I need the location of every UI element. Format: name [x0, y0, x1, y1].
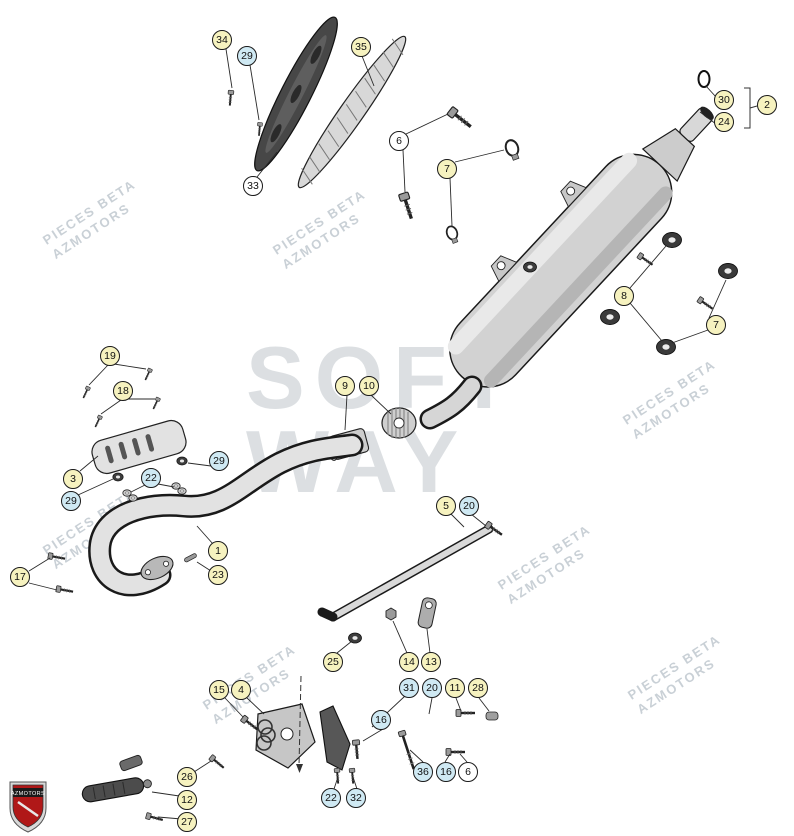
nut — [385, 607, 397, 621]
clamp — [445, 225, 459, 244]
callout-1[interactable]: 1 — [208, 541, 228, 561]
clevis — [417, 597, 437, 629]
brake-pedal-rod — [317, 524, 494, 622]
callout-25[interactable]: 25 — [323, 652, 343, 672]
callout-24[interactable]: 24 — [714, 112, 734, 132]
azmotors-logo-text: AZMOTORS — [11, 791, 45, 797]
callout-15[interactable]: 15 — [209, 680, 229, 700]
rubber-mount — [662, 232, 682, 248]
callout-17[interactable]: 17 — [10, 567, 30, 587]
callout-36[interactable]: 36 — [413, 762, 433, 782]
bolt-icon — [144, 811, 165, 825]
heat-shield-outer-blade — [297, 35, 407, 189]
footpeg-bracket — [119, 754, 143, 772]
callout-23[interactable]: 23 — [208, 565, 228, 585]
callout-29[interactable]: 29 — [209, 451, 229, 471]
screw-icon — [80, 385, 92, 400]
screw-icon — [92, 414, 104, 429]
callout-2-bracket — [744, 87, 758, 129]
callout-34[interactable]: 34 — [212, 30, 232, 50]
callout-4[interactable]: 4 — [231, 680, 251, 700]
grommet — [348, 632, 362, 644]
callout-9[interactable]: 9 — [335, 376, 355, 396]
callout-5[interactable]: 5 — [436, 496, 456, 516]
splined-coupler — [381, 407, 417, 439]
stud-bolt — [54, 584, 75, 596]
pin — [184, 553, 197, 563]
callout-19[interactable]: 19 — [100, 346, 120, 366]
bolt-icon — [207, 753, 227, 772]
azmotors-logo: AZMOTORS — [9, 781, 47, 833]
callout-12[interactable]: 12 — [177, 790, 197, 810]
callout-10[interactable]: 10 — [359, 376, 379, 396]
callout-18[interactable]: 18 — [113, 381, 133, 401]
callout-26[interactable]: 26 — [177, 767, 197, 787]
callout-11[interactable]: 11 — [445, 678, 465, 698]
bolt-icon — [695, 295, 716, 313]
callout-14[interactable]: 14 — [399, 652, 419, 672]
stud-bolt — [46, 551, 67, 563]
callout-22[interactable]: 22 — [321, 788, 341, 808]
callout-7[interactable]: 7 — [706, 315, 726, 335]
bolt-icon — [635, 251, 656, 269]
callout-13[interactable]: 13 — [421, 652, 441, 672]
callout-33[interactable]: 33 — [243, 176, 263, 196]
callout-20[interactable]: 20 — [459, 496, 479, 516]
callout-6[interactable]: 6 — [389, 131, 409, 151]
callout-28[interactable]: 28 — [468, 678, 488, 698]
bolt-icon — [445, 104, 476, 133]
callout-20[interactable]: 20 — [422, 678, 442, 698]
callout-30[interactable]: 30 — [714, 90, 734, 110]
bolt-icon — [239, 713, 261, 734]
callout-2[interactable]: 2 — [757, 95, 777, 115]
grommet — [523, 261, 537, 273]
callout-27[interactable]: 27 — [177, 812, 197, 832]
footpeg — [81, 777, 152, 803]
callout-29[interactable]: 29 — [237, 46, 257, 66]
callout-16[interactable]: 16 — [436, 762, 456, 782]
callout-35[interactable]: 35 — [351, 37, 371, 57]
callout-3[interactable]: 3 — [63, 469, 83, 489]
header-pipe — [88, 433, 364, 597]
screw-icon — [142, 367, 154, 382]
callout-29[interactable]: 29 — [61, 491, 81, 511]
rubber-mount — [656, 339, 676, 355]
heat-shield-inner-blade — [254, 16, 338, 172]
spacer — [485, 711, 499, 721]
callout-6[interactable]: 6 — [458, 762, 478, 782]
callout-31[interactable]: 31 — [399, 678, 419, 698]
rubber-mount — [718, 263, 738, 279]
long-bolt — [397, 729, 415, 770]
bolt-icon — [454, 708, 477, 718]
o-ring — [697, 70, 711, 88]
callout-16[interactable]: 16 — [371, 710, 391, 730]
grommet — [112, 472, 124, 482]
muffler — [419, 106, 714, 430]
washer — [177, 487, 187, 495]
clamp — [504, 139, 520, 161]
header-flange — [140, 555, 174, 581]
callout-22[interactable]: 22 — [141, 468, 161, 488]
callout-32[interactable]: 32 — [346, 788, 366, 808]
bolt-icon — [396, 190, 418, 222]
screw-icon — [226, 89, 235, 107]
callout-8[interactable]: 8 — [614, 286, 634, 306]
bolt-icon — [351, 738, 363, 761]
rubber-mount — [600, 309, 620, 325]
bolt-icon — [333, 767, 342, 785]
grommet — [176, 456, 188, 466]
washer — [128, 494, 138, 502]
bolt-icon — [444, 747, 467, 757]
pedal-bracket-assembly — [255, 675, 351, 773]
callout-7[interactable]: 7 — [437, 159, 457, 179]
heat-shield-plate — [91, 419, 187, 475]
